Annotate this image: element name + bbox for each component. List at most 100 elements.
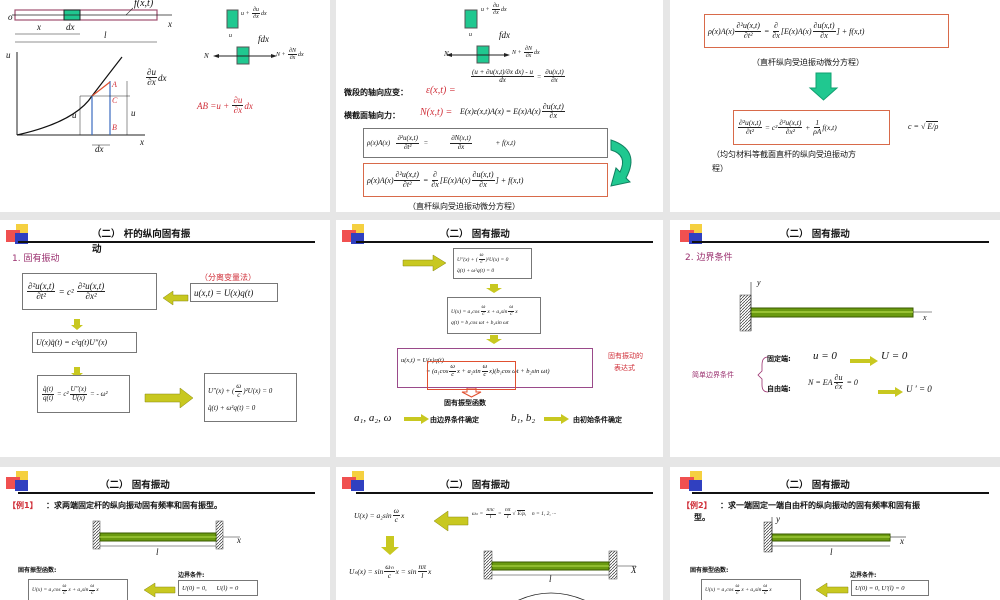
u-axis-label: u <box>6 50 11 60</box>
formula-text: q̈(t) + ω²q(t) = 0 <box>457 267 495 274</box>
denominator: c <box>394 514 398 524</box>
numerator: nπ <box>417 562 428 572</box>
equation-caption: （直杆纵向受迫振动微分方程） <box>752 58 864 67</box>
simple-boundary-label: 简单边界条件 <box>692 371 734 379</box>
length-label: l <box>830 547 833 557</box>
denominator: c <box>63 589 66 596</box>
fraction: q̈(t)q(t) <box>42 385 55 402</box>
formula-text: [E(x)A(x) <box>439 175 471 185</box>
numerator: ω <box>508 304 515 312</box>
denominator: ∂x <box>253 14 259 21</box>
solution-line-1: u(x,t) = U(x)q(t) <box>401 357 444 364</box>
formula-text: = c² <box>55 390 69 398</box>
fraction: ∂u∂x <box>232 95 244 116</box>
numerator: nπc <box>485 507 496 515</box>
formula-text: u(x,t) = U(x)q(t) <box>401 357 444 365</box>
denominator: ∂x <box>551 76 558 85</box>
formula-text: = c² <box>56 286 76 297</box>
fixed-end-condition: u = 0 <box>813 350 837 362</box>
numerator: ∂²u(x,t) <box>735 21 761 32</box>
slide-title: （二） 固有振动 <box>440 229 510 240</box>
denominator: c <box>510 311 513 317</box>
denominator: dx <box>499 76 506 85</box>
formula: q(t) = b₁cos ωt + b₂sin ωt <box>451 320 509 326</box>
numerator: nπ <box>503 507 512 515</box>
fraction: ∂²u(x,t)∂t² <box>394 170 420 189</box>
fraction: ∂u(x,t)∂x <box>812 21 836 40</box>
equation-caption: （直杆纵向受迫振动微分方程） <box>408 202 520 211</box>
denominator: c <box>736 589 739 596</box>
formula-text: x <box>400 510 405 520</box>
formula-text: x + a₂sin <box>456 368 481 375</box>
u-label: u <box>131 108 136 118</box>
left-arrow-icon <box>815 582 849 598</box>
length-label: l <box>549 574 552 584</box>
denominator: c <box>480 259 483 265</box>
u-label: u <box>72 110 77 120</box>
arrows <box>402 254 569 424</box>
formula: ρ(x)A(x) ∂²u(x,t)∂t² = ∂N(x,t)∂x + f(x,t… <box>367 134 604 151</box>
formula: U(0) = 0, U′(l) = 0 <box>855 585 925 592</box>
formula-text: x <box>769 587 772 593</box>
formula-text: AB =u + <box>197 100 232 111</box>
numerator: ∂u(x,t) <box>544 68 565 78</box>
numerator: ∂N(x,t) <box>450 134 472 144</box>
x-axis-label: x <box>923 313 927 322</box>
numerator: ∂u <box>232 95 244 107</box>
sqrt: √E/ρ <box>512 510 526 518</box>
right-arrow-icon <box>402 254 447 272</box>
fraction: ∂N∂x <box>524 46 534 60</box>
denominator: ∂x <box>820 30 828 40</box>
fraction: ∂u(x,t)∂x <box>544 68 565 85</box>
fixed-free-rod-diagram <box>763 517 906 598</box>
temporal-solution: q(t) = b₁cos ωt + b₂sin ωt <box>451 320 509 326</box>
slide-thumbnail-6[interactable]: （二） 固有振动 2. 边界条件 y x 固定端: u = 0 U = 0 简单… <box>670 220 1000 457</box>
mode-shape-curve <box>518 592 585 600</box>
temporal-ode: q̈(t) + ω²q(t) = 0 <box>208 404 255 412</box>
denominator: ∂t² <box>402 179 412 189</box>
slide-title: （二） 固有振动 <box>440 480 510 491</box>
fraction: ∂u∂x <box>492 3 501 17</box>
equation-box: U(x)q̈(t) = c²q(t)U″(x) <box>32 332 137 353</box>
fraction: ∂²u(x,t)∂t² <box>735 21 761 40</box>
sqrt-radicand: E/ρ <box>516 510 526 518</box>
dx-label: dx <box>66 22 75 32</box>
formula-text: q(t) = b₁cos ωt + b₂sin ωt <box>451 319 509 326</box>
slide-thumbnail-4[interactable]: （二） 杆的纵向固有振 动 1. 固有振动 ∂²u(x,t)∂t² = c² ∂… <box>0 220 330 457</box>
denominator: ∂x <box>493 10 499 17</box>
y-axis-label: y <box>757 278 761 287</box>
n-label: N <box>444 50 449 58</box>
expression-label-wrap: 表达式 <box>614 364 635 372</box>
origin-label: o <box>8 12 13 22</box>
down-arrow-icon <box>486 284 502 293</box>
denominator: ∂t² <box>36 291 47 301</box>
numerator: ∂u(x,t) <box>541 102 565 113</box>
denominator: l <box>489 513 492 520</box>
x-axis-label: x <box>140 137 144 147</box>
title-divider <box>356 241 653 243</box>
formula-text: U″(x) + ( <box>208 387 235 395</box>
formula-text: N = EA <box>808 378 833 388</box>
slide-thumbnail-3[interactable]: ρ(x)A(x)∂²u(x,t)∂t² = ∂∂x[E(x)A(x)∂u(x,t… <box>670 0 1000 212</box>
slide-thumbnail-7[interactable]: （二） 固有振动 【例1】 ：求两端固定杆的纵向振动固有频率和固有振型。 x l… <box>0 467 330 600</box>
formula-text: = <box>761 26 772 36</box>
formula-text: u + <box>241 10 252 17</box>
expression-label: 固有振动的 <box>608 352 643 360</box>
slide-thumbnail-9[interactable]: （二） 固有振动 【例2】 ：求一端固定一端自由杆的纵向振动的固有频率和固有振 … <box>670 467 1000 600</box>
